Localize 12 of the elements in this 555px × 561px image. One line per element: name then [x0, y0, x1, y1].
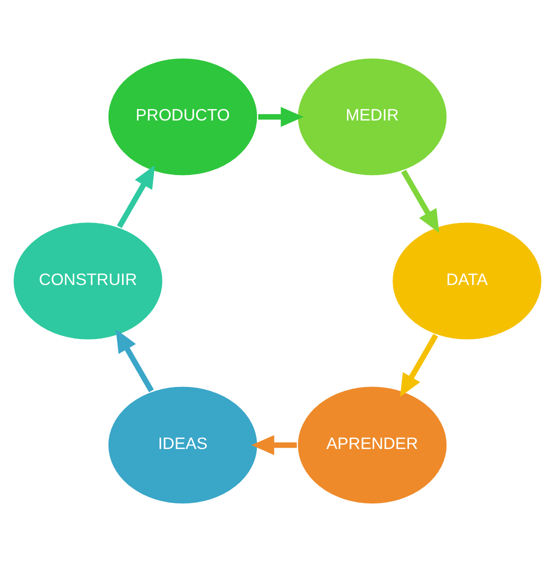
node-ellipse: PRODUCTO — [106, 56, 260, 177]
node-ellipse: MEDIR — [296, 56, 449, 177]
arrow — [400, 333, 438, 396]
arrow — [251, 434, 297, 455]
arrow — [258, 106, 304, 126]
node-ellipse: CONSTRUIR — [11, 220, 165, 342]
arrow — [116, 164, 155, 228]
node-ellipse: IDEAS — [106, 384, 260, 506]
arrow — [401, 169, 440, 232]
node-ellipse: APRENDER — [296, 384, 449, 506]
node-ellipse: DATA — [390, 220, 544, 342]
arrow — [116, 328, 154, 392]
